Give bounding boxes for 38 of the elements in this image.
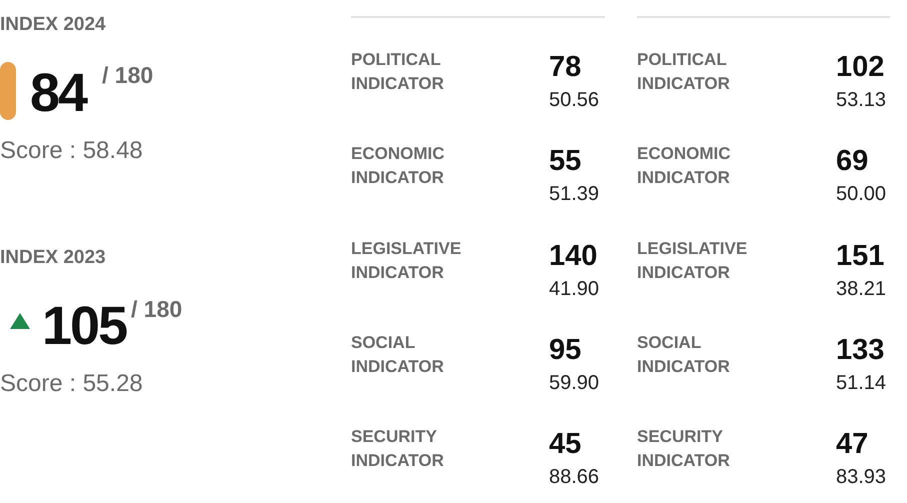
score-text: Score : 55.28	[0, 372, 143, 396]
rank-number: 55	[549, 147, 582, 176]
index-heading: INDEX 2023	[0, 248, 106, 267]
rank-number: 95	[549, 336, 582, 365]
rank-number: 84	[30, 66, 86, 120]
indicator-name: SOCIAL INDICATOR	[637, 332, 731, 378]
score-text: 38.21	[836, 278, 886, 299]
indicator-name: LEGISLATIVE INDICATOR	[351, 238, 462, 284]
rank-number: 105	[42, 299, 126, 353]
indicator-name: SOCIAL INDICATOR	[351, 332, 445, 378]
score-text: 83.93	[836, 467, 886, 488]
score-text: Score : 58.48	[0, 139, 143, 163]
rank-number: 102	[836, 53, 884, 82]
score-text: 51.39	[549, 184, 600, 204]
rank-number: 69	[836, 147, 868, 176]
index-heading: INDEX 2024	[0, 15, 106, 34]
score-text: 88.66	[549, 467, 600, 488]
rank-number: 133	[836, 336, 884, 365]
indicator-name: ECONOMIC INDICATOR	[637, 143, 732, 190]
rank-number: 151	[836, 242, 884, 271]
score-text: 50.00	[836, 184, 886, 204]
rank-total: / 180	[102, 64, 154, 87]
score-text: 53.13	[836, 90, 886, 110]
rank-total: / 180	[131, 298, 182, 321]
indicator-name: LEGISLATIVE INDICATOR	[637, 238, 748, 284]
indicator-name: ECONOMIC INDICATOR	[351, 143, 446, 190]
rank-number: 78	[549, 53, 582, 82]
indicator-name: SECURITY INDICATOR	[637, 426, 731, 472]
rank-number: 47	[836, 430, 868, 460]
score-text: 51.14	[836, 372, 886, 393]
score-text: 59.90	[549, 372, 600, 393]
score-text: 41.90	[549, 278, 600, 299]
rank-number: 45	[549, 430, 582, 460]
indicator-name: POLITICAL INDICATOR	[351, 49, 445, 95]
score-text: 50.56	[549, 90, 600, 110]
indicator-name: POLITICAL INDICATOR	[637, 49, 731, 95]
indicator-name: SECURITY INDICATOR	[351, 426, 445, 472]
rank-number: 140	[549, 242, 598, 271]
